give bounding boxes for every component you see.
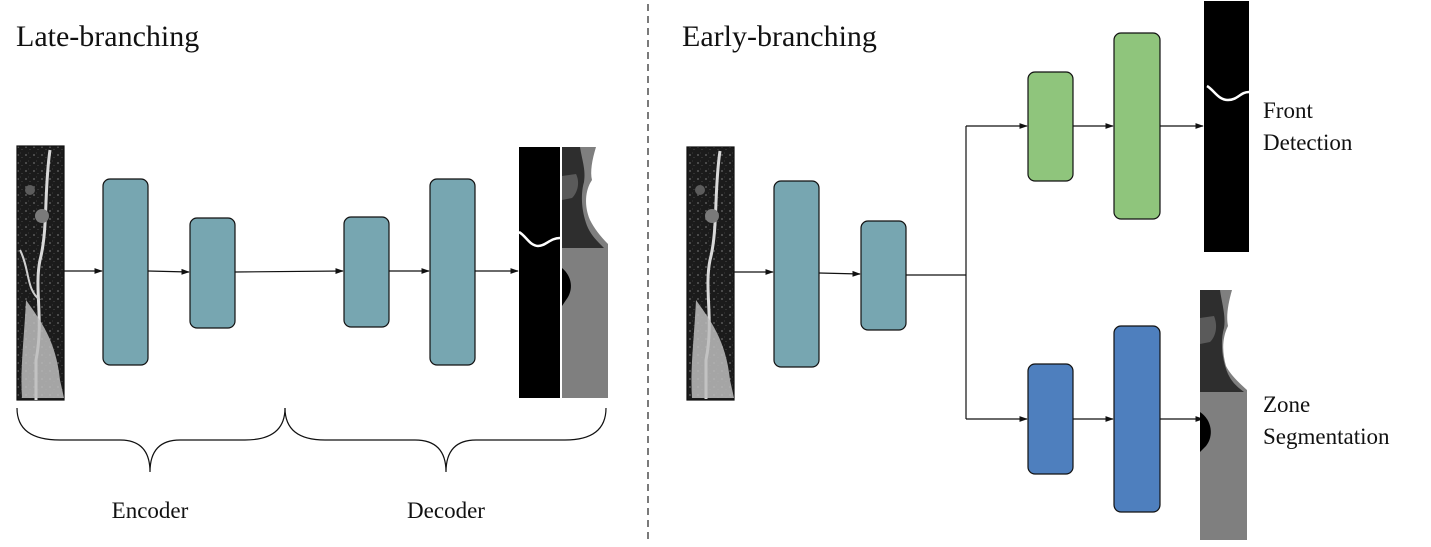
input-image-left bbox=[16, 145, 65, 401]
encoder-brace bbox=[16, 407, 286, 473]
late-branching-title: Late-branching bbox=[16, 20, 199, 53]
front-detection-label-line1: Front bbox=[1263, 98, 1313, 123]
encoder-label: Encoder bbox=[112, 498, 189, 523]
zone-segmentation-label-line2: Segmentation bbox=[1263, 424, 1390, 449]
shared-encoder-block-2 bbox=[860, 220, 907, 331]
decoder-block-1 bbox=[343, 216, 390, 328]
input-image-right bbox=[686, 146, 735, 401]
front-mask-output-left bbox=[518, 147, 561, 398]
encoder-block-1 bbox=[102, 178, 149, 366]
decoder-block-2 bbox=[429, 178, 476, 366]
front-decoder-block-1 bbox=[1027, 71, 1074, 182]
early-branching-title: Early-branching bbox=[682, 20, 877, 53]
branch-connector bbox=[906, 126, 967, 419]
front-mask-output-right bbox=[1204, 1, 1250, 252]
shared-encoder-block-1 bbox=[773, 180, 820, 368]
zone-decoder-block-2 bbox=[1113, 325, 1161, 513]
arrow-enc2-to-dec1 bbox=[234, 268, 344, 275]
encoder-block-2 bbox=[189, 217, 236, 329]
zone-segmentation-label-line1: Zone bbox=[1263, 392, 1310, 417]
arrow-enc1-to-enc2 bbox=[147, 268, 190, 275]
zone-decoder-block-1 bbox=[1027, 363, 1074, 475]
zone-mask-output-left bbox=[562, 147, 608, 398]
decoder-label: Decoder bbox=[407, 498, 485, 523]
zone-mask-output-right bbox=[1200, 290, 1247, 540]
front-detection-label-line2: Detection bbox=[1263, 130, 1353, 155]
arrow-shared1-to-shared2 bbox=[818, 270, 861, 277]
decoder-brace bbox=[284, 407, 607, 473]
front-decoder-block-2 bbox=[1113, 32, 1161, 220]
